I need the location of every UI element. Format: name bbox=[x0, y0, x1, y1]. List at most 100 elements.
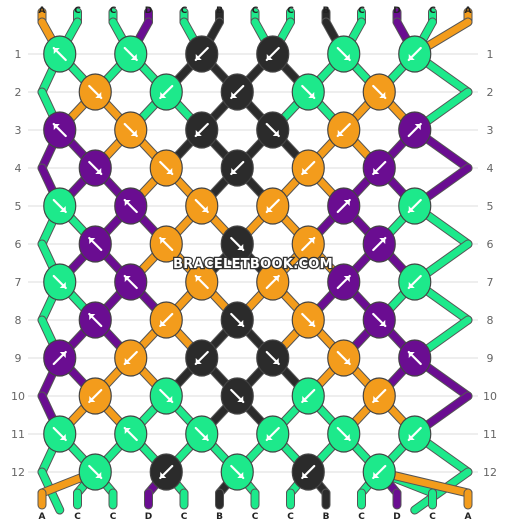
bottom-strand-letter: C bbox=[358, 512, 365, 522]
knot-arrow-icon bbox=[166, 168, 173, 174]
top-strand-letter: C bbox=[252, 6, 259, 16]
row-number-right: 5 bbox=[487, 200, 494, 213]
row-number-right: 3 bbox=[487, 124, 494, 137]
knot bbox=[398, 415, 432, 453]
row-number-left: 3 bbox=[15, 124, 22, 137]
knot-arrow-icon bbox=[89, 238, 96, 244]
bottom-strand-letter: C bbox=[74, 512, 81, 522]
knot-arrow-icon bbox=[95, 472, 102, 478]
knot-arrow-icon bbox=[53, 124, 60, 130]
knot bbox=[362, 301, 396, 339]
bottom-strand-letter: C bbox=[110, 512, 117, 522]
knot bbox=[256, 187, 290, 225]
row-number-right: 4 bbox=[487, 162, 494, 175]
knot-arrow-icon bbox=[59, 282, 66, 288]
knot bbox=[362, 149, 396, 187]
knot bbox=[327, 415, 361, 453]
knot-arrow-icon bbox=[408, 282, 415, 288]
row-number-right: 8 bbox=[487, 314, 494, 327]
knot bbox=[78, 301, 112, 339]
knot-arrow-icon bbox=[272, 358, 279, 364]
row-number-left: 2 bbox=[15, 86, 22, 99]
knot-arrow-icon bbox=[266, 434, 273, 440]
knot bbox=[327, 339, 361, 377]
bottom-strand-letter: C bbox=[181, 512, 188, 522]
knot bbox=[114, 35, 148, 73]
knot bbox=[78, 73, 112, 111]
knot-arrow-icon bbox=[408, 434, 415, 440]
row-number-left: 6 bbox=[15, 238, 22, 251]
knot bbox=[291, 453, 325, 491]
knot-arrow-icon bbox=[124, 200, 131, 206]
knot-arrow-icon bbox=[124, 428, 131, 434]
bottom-strand-letter: A bbox=[39, 512, 46, 522]
knot bbox=[291, 301, 325, 339]
knot bbox=[256, 35, 290, 73]
top-strand-letter: B bbox=[216, 6, 223, 16]
bottom-strand-letter: D bbox=[393, 512, 400, 522]
knot-arrow-icon bbox=[160, 238, 167, 244]
knot-arrow-icon bbox=[237, 320, 244, 326]
top-strand-letter: C bbox=[358, 6, 365, 16]
knot bbox=[149, 225, 183, 263]
knot bbox=[362, 453, 396, 491]
knot-arrow-icon bbox=[201, 434, 208, 440]
knot bbox=[362, 73, 396, 111]
row-number-right: 6 bbox=[487, 238, 494, 251]
knot bbox=[114, 415, 148, 453]
bottom-strand-letter: C bbox=[252, 512, 259, 522]
knot bbox=[220, 301, 254, 339]
top-strand-letter: B bbox=[323, 6, 330, 16]
row-number-left: 10 bbox=[11, 390, 25, 403]
knot bbox=[291, 225, 325, 263]
knot bbox=[43, 187, 77, 225]
knot-arrow-icon bbox=[266, 54, 273, 60]
bottom-strand-letter: C bbox=[287, 512, 294, 522]
knot bbox=[185, 35, 219, 73]
top-strand-letter: D bbox=[145, 6, 152, 16]
knot bbox=[114, 187, 148, 225]
watermark-text: BRACELETBOOK.COM bbox=[173, 257, 333, 272]
knot-arrow-icon bbox=[373, 168, 380, 174]
knot-arrow-icon bbox=[379, 92, 386, 98]
bottom-strand-letter: D bbox=[145, 512, 152, 522]
bottom-strand-letter: B bbox=[323, 512, 330, 522]
bottom-strand-letter: A bbox=[465, 512, 472, 522]
row-number-right: 7 bbox=[487, 276, 494, 289]
knot-arrow-icon bbox=[302, 472, 309, 478]
knot bbox=[185, 415, 219, 453]
knot bbox=[220, 377, 254, 415]
knot-arrow-icon bbox=[231, 92, 238, 98]
knot-arrow-icon bbox=[237, 472, 244, 478]
knot bbox=[256, 415, 290, 453]
knot-arrow-icon bbox=[337, 130, 344, 136]
knot-arrow-icon bbox=[95, 92, 102, 98]
knot bbox=[149, 149, 183, 187]
knot bbox=[43, 415, 77, 453]
knot-arrow-icon bbox=[195, 358, 202, 364]
knot bbox=[220, 225, 254, 263]
top-strand-letter: C bbox=[74, 6, 81, 16]
knot bbox=[398, 339, 432, 377]
knot-arrow-icon bbox=[59, 206, 66, 212]
knot bbox=[149, 73, 183, 111]
knot-arrow-icon bbox=[201, 206, 208, 212]
knot-arrow-icon bbox=[95, 168, 102, 174]
knot bbox=[43, 263, 77, 301]
knot-arrow-icon bbox=[408, 54, 415, 60]
knot bbox=[149, 301, 183, 339]
knot-arrow-icon bbox=[408, 206, 415, 212]
knot-arrow-icon bbox=[343, 276, 350, 282]
knot bbox=[185, 111, 219, 149]
knot-arrow-icon bbox=[373, 396, 380, 402]
knot-arrow-icon bbox=[166, 396, 173, 402]
knot bbox=[185, 263, 219, 301]
knot-arrow-icon bbox=[195, 130, 202, 136]
knot bbox=[327, 111, 361, 149]
knot bbox=[43, 35, 77, 73]
knot bbox=[398, 187, 432, 225]
knot-arrow-icon bbox=[308, 92, 315, 98]
row-number-right: 2 bbox=[487, 86, 494, 99]
row-number-right: 12 bbox=[483, 466, 497, 479]
knot bbox=[291, 377, 325, 415]
